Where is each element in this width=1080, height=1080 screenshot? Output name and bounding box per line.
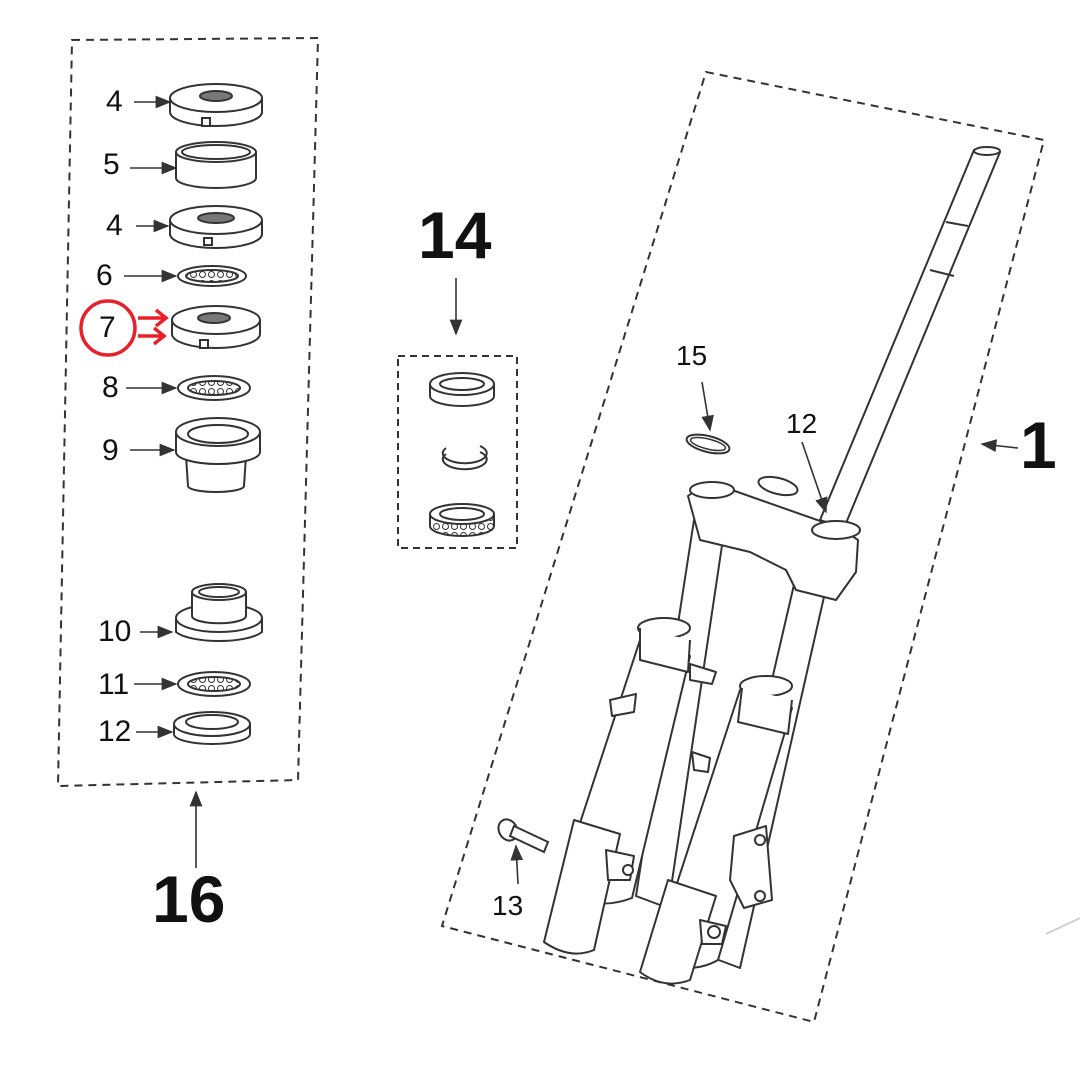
part-7-upper-cone-race [171,305,261,349]
group-14-bearing [429,503,495,537]
label-part-4-second: 4 [106,209,123,242]
label-part-13: 13 [492,890,524,921]
group-1-boundary [440,70,1046,1024]
group-14-boundary [397,355,518,549]
part-15-leader-arrow [701,381,714,432]
part-11-lower-bearing [177,671,251,697]
part-7-highlight [79,299,169,357]
part-13-leader-arrow [510,844,524,885]
part-8-upper-bearing [177,375,251,401]
part-6-seal-ring [177,265,247,287]
part-15-o-ring-inner [689,436,727,452]
part-9-upper-cup [175,417,261,493]
label-part-6: 6 [96,259,113,292]
label-part-11: 11 [98,668,130,701]
label-group-1: 1 [1020,408,1057,482]
label-part-8: 8 [102,371,119,404]
part-12-fork-ring [757,475,799,497]
part-5-lock-washer [175,141,257,189]
group-14-race-ring [429,372,495,407]
group-16-boundary [56,36,320,788]
part-12-fork-leader-arrow [801,441,828,514]
label-part-4-top: 4 [106,85,123,118]
group-14-split-ring [441,445,488,471]
part-4-top-nut [169,83,263,127]
part-15-o-ring [685,433,731,455]
group-16-leader-arrows [124,95,203,868]
label-group-16: 16 [152,862,226,936]
label-part-12-group: 12 [98,715,132,748]
label-group-14: 14 [418,198,492,272]
label-part-5: 5 [103,148,120,181]
label-part-15: 15 [676,340,708,371]
label-part-7: 7 [99,311,116,344]
part-10-lower-cone [175,583,263,643]
label-part-9: 9 [102,434,119,467]
front-fork-assembly [543,146,1001,985]
label-part-12-fork: 12 [786,408,818,439]
group-1-leader-arrow [980,439,1019,452]
label-part-10: 10 [98,615,132,648]
part-4-adjust-nut [169,205,263,249]
part-13-bolt [497,818,550,854]
part-12-lower-cup [173,711,251,745]
